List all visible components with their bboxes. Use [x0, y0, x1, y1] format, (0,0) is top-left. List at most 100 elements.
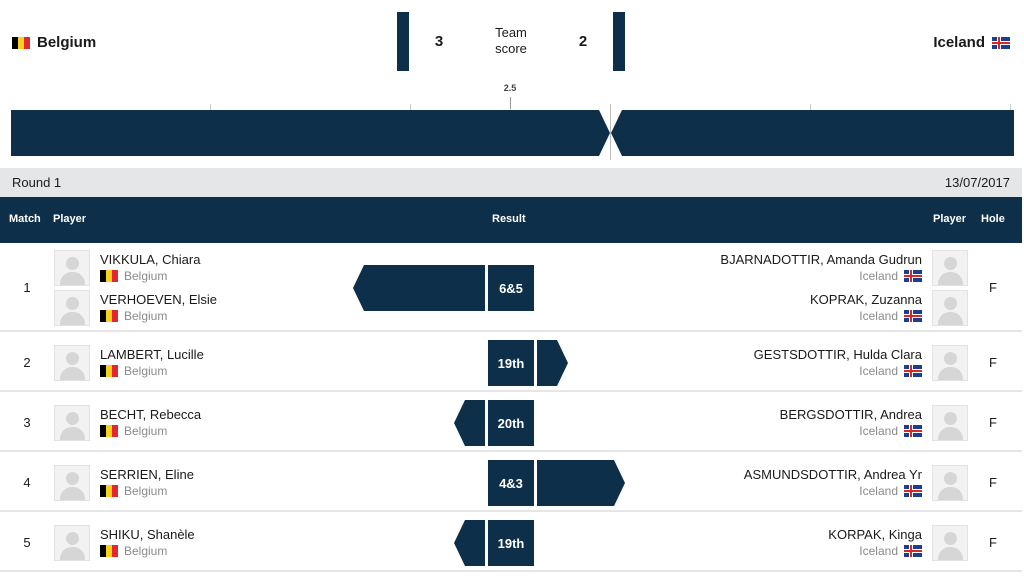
round-date: 13/07/2017: [944, 175, 1010, 190]
avatar: [54, 525, 90, 561]
right-team-progress: [611, 110, 1014, 156]
avatar: [54, 345, 90, 381]
score-bar-right: [613, 12, 625, 71]
player-name[interactable]: BERGSDOTTIR, Andrea: [779, 407, 922, 422]
result-arrow-left: [454, 520, 485, 566]
player-name[interactable]: SERRIEN, Eline: [100, 467, 194, 482]
match-hole: F: [989, 280, 997, 295]
belgium-flag-icon: [100, 365, 118, 377]
scale-tick: [410, 104, 411, 110]
iceland-flag-icon: [904, 545, 922, 557]
player-name[interactable]: GESTSDOTTIR, Hulda Clara: [753, 347, 922, 362]
player-country: Belgium: [100, 424, 167, 438]
iceland-flag-icon: [904, 485, 922, 497]
column-header-player-left: Player: [53, 213, 87, 225]
result-arrow-left: [353, 265, 485, 311]
left-team-name: Belgium: [37, 34, 97, 51]
belgium-flag-icon: [100, 485, 118, 497]
score-bar-left: [397, 12, 409, 71]
belgium-flag-icon: [100, 310, 118, 322]
belgium-flag-icon: [100, 425, 118, 437]
avatar: [54, 250, 90, 286]
player-country: Iceland: [859, 309, 922, 323]
match-hole: F: [989, 355, 997, 370]
player-name[interactable]: ASMUNDSDOTTIR, Andrea Yr: [743, 467, 922, 482]
column-header-hole: Hole: [981, 213, 1005, 225]
left-team-score: 3: [409, 12, 469, 71]
player-country: Iceland: [859, 364, 922, 378]
result-badge: 19th: [488, 340, 534, 386]
result-arrow-right: [537, 460, 625, 506]
player-name[interactable]: BJARNADOTTIR, Amanda Gudrun: [720, 252, 922, 267]
result-badge: 6&5: [488, 265, 534, 311]
iceland-flag-icon: [904, 270, 922, 282]
result-arrow-right: [537, 340, 568, 386]
player-name[interactable]: VERHOEVEN, Elsie: [100, 292, 218, 307]
player-country: Iceland: [859, 544, 922, 558]
player-country: Iceland: [859, 484, 922, 498]
match-number: 1: [23, 280, 31, 295]
avatar: [54, 405, 90, 441]
player-country: Belgium: [100, 364, 167, 378]
player-country: Belgium: [100, 309, 167, 323]
scale-tick: [1010, 104, 1011, 110]
player-name[interactable]: KOPRAK, Zuzanna: [810, 292, 922, 307]
iceland-flag-icon: [992, 36, 1010, 49]
result-badge: 20th: [488, 400, 534, 446]
player-name[interactable]: LAMBERT, Lucille: [100, 347, 204, 362]
match-number: 2: [23, 355, 31, 370]
right-team-score: 2: [553, 12, 613, 71]
player-name[interactable]: BECHT, Rebecca: [100, 407, 202, 422]
left-team-progress: [11, 110, 610, 156]
round-bar: Round 1 13/07/2017: [0, 168, 1022, 197]
midpoint-tick: [510, 97, 511, 109]
iceland-flag-icon: [904, 310, 922, 322]
player-right[interactable]: ASMUNDSDOTTIR, Andrea Yr Iceland: [668, 465, 968, 501]
table-header: Match Player Result Player Hole: [0, 197, 1022, 243]
match-number: 3: [23, 415, 31, 430]
player-country: Belgium: [100, 544, 167, 558]
match-hole: F: [989, 415, 997, 430]
column-header-match: Match: [9, 213, 41, 225]
column-header-result: Result: [492, 213, 526, 225]
team-score-label: Team score: [495, 25, 527, 56]
scale-tick: [210, 104, 211, 110]
player-country: Belgium: [100, 484, 167, 498]
belgium-flag-icon: [100, 545, 118, 557]
player-name[interactable]: KORPAK, Kinga: [828, 527, 922, 542]
column-header-player-right: Player: [933, 213, 967, 225]
avatar: [932, 465, 968, 501]
result-badge: 19th: [488, 520, 534, 566]
match-hole: F: [989, 475, 997, 490]
player-name[interactable]: VIKKULA, Chiara: [100, 252, 201, 267]
belgium-flag-icon: [100, 270, 118, 282]
player-name[interactable]: SHIKU, Shanèle: [100, 527, 195, 542]
avatar: [932, 525, 968, 561]
right-team: Iceland: [933, 34, 1010, 51]
iceland-flag-icon: [904, 425, 922, 437]
result-badge: 4&3: [488, 460, 534, 506]
match-number: 5: [23, 535, 31, 550]
round-label: Round 1: [12, 175, 62, 190]
match-hole: F: [989, 535, 997, 550]
player-country: Iceland: [859, 424, 922, 438]
avatar: [932, 405, 968, 441]
iceland-flag-icon: [904, 365, 922, 377]
score-progress-divider: [610, 104, 611, 160]
